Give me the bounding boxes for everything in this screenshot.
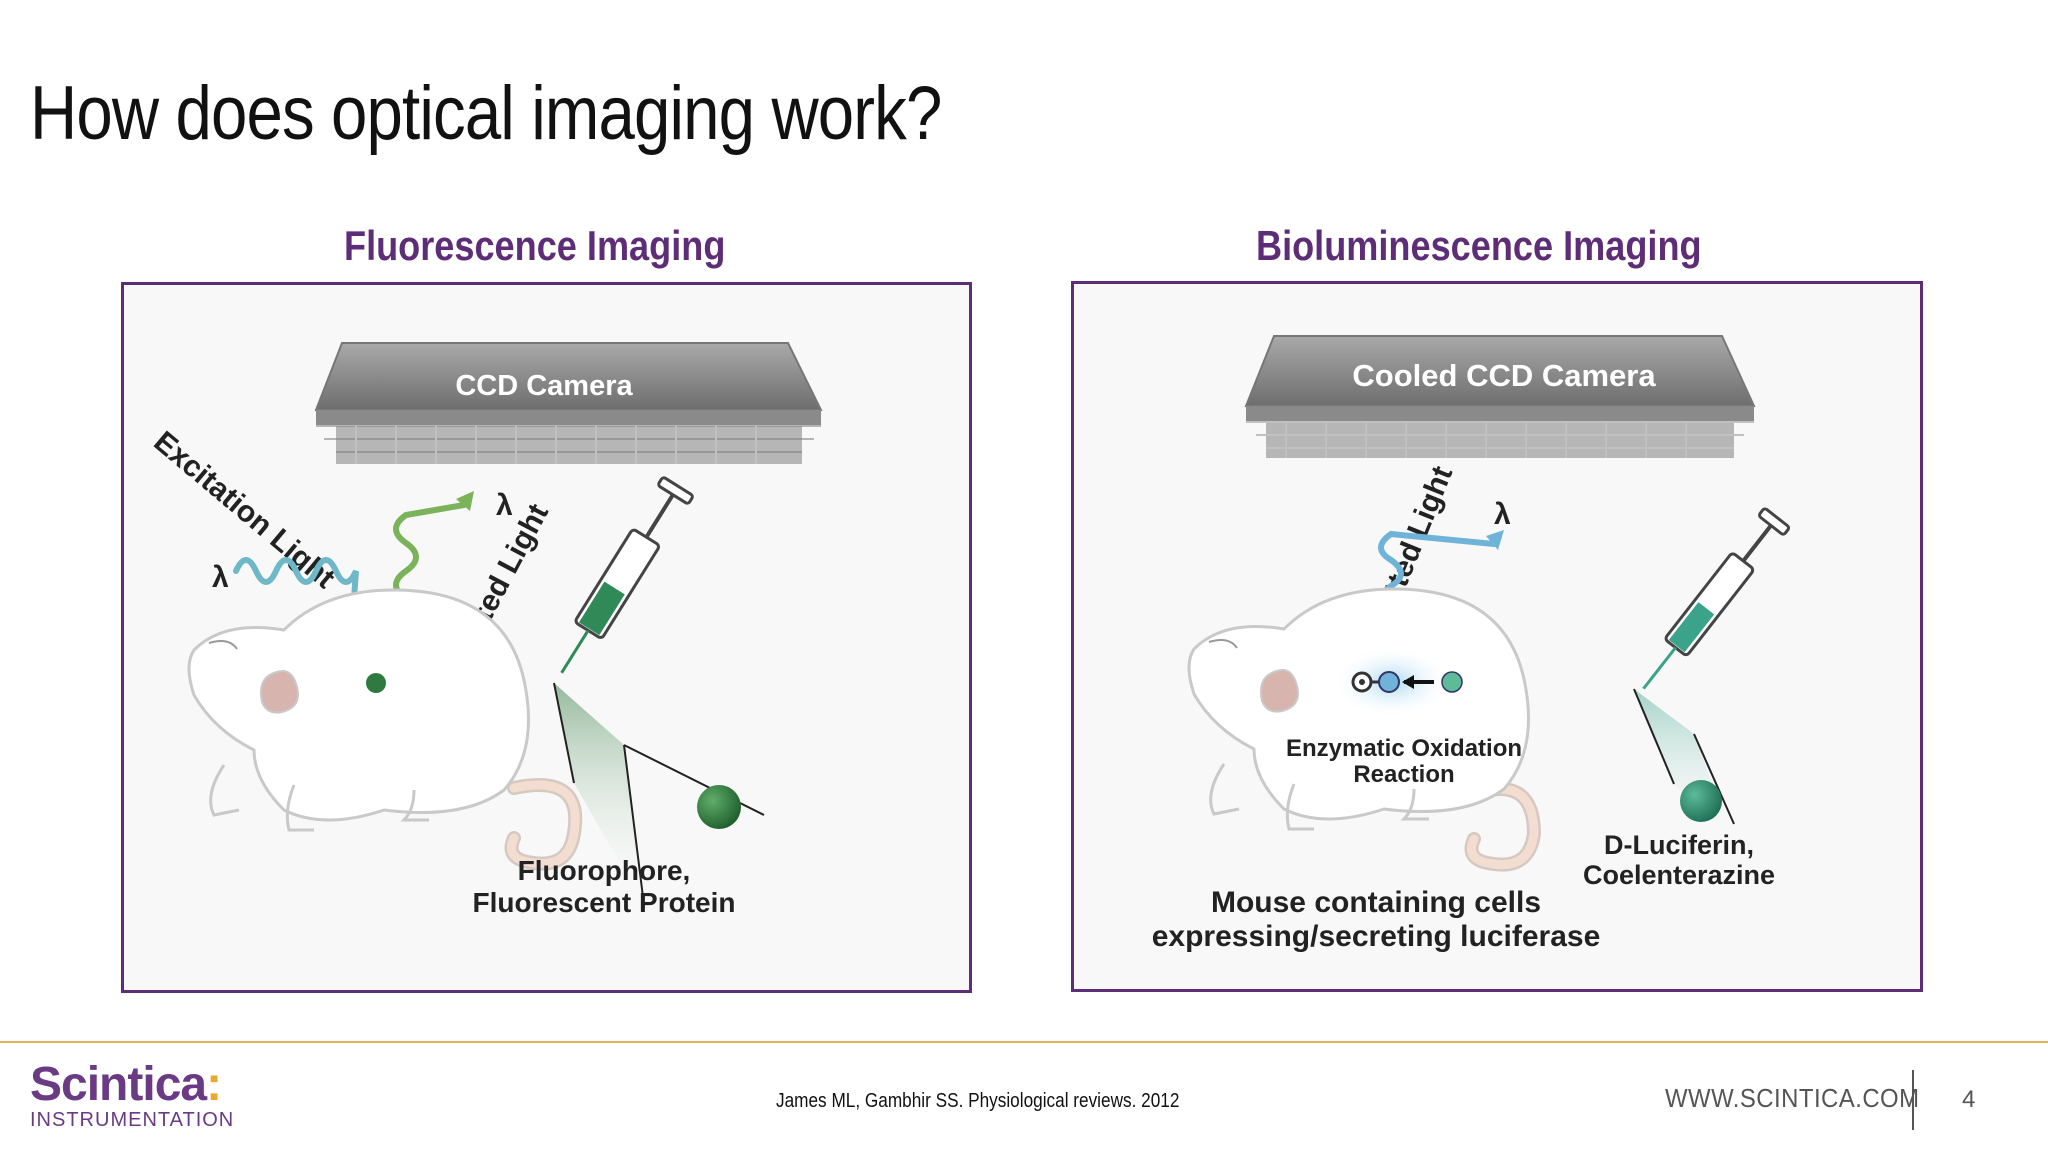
logo-subtitle: INSTRUMENTATION [30,1109,235,1131]
fluorophore-dot [366,673,386,693]
mouse-label-line1: Mouse containing cells [1211,886,1541,919]
ccd-camera-label: CCD Camera [455,370,633,402]
excitation-wave [233,557,359,670]
footer-divider [1912,1070,1914,1130]
fluorescence-diagram-panel: CCD Camera Excitation Light λ λ Emitted … [121,282,972,993]
luciferin-probe [1680,780,1722,822]
scintica-logo: Scintica: INSTRUMENTATION [30,1060,235,1131]
luciferase-product [1378,671,1400,693]
bio-mouse-illustration [1187,587,1542,872]
reaction-label-line2: Reaction [1353,761,1454,788]
emitted-lambda: λ [496,489,513,522]
substrate-label-line1: D-Luciferin, [1604,830,1754,860]
page-number: 4 [1962,1086,1976,1113]
cooled-ccd-camera-label: Cooled CCD Camera [1352,358,1656,393]
mouse-illustration [187,588,583,871]
bioluminescence-heading: Bioluminescence Imaging [1256,222,1702,269]
bio-emitted-lambda: λ [1494,498,1511,531]
fluorescence-heading: Fluorescence Imaging [344,222,726,269]
luciferin-substrate-dot [1441,671,1463,693]
reaction-label-line1: Enzymatic Oxidation [1286,735,1522,762]
logo-name: Scintica [30,1058,207,1111]
cooled-ccd-camera: Cooled CCD Camera [1244,335,1756,458]
slide-title: How does optical imaging work? [30,71,942,156]
fluorescence-diagram: CCD Camera Excitation Light λ λ Emitted … [148,342,823,918]
website-link[interactable]: WWW.SCINTICA.COM [1665,1083,1920,1113]
bioluminescence-diagram-panel: Cooled CCD Camera Emitted Light λ Enzy [1071,281,1923,992]
logo-wordmark: Scintica: [30,1060,234,1110]
excitation-lambda: λ [212,561,229,594]
logo-dots: : [206,1058,222,1111]
probe-label-line2: Fluorescent Protein [473,887,736,918]
citation: James ML, Gambhir SS. Physiological revi… [776,1090,1180,1112]
footer-rule [0,1041,2048,1043]
mouse-label-line2: expressing/secreting luciferase [1152,920,1601,953]
bioluminescence-diagram: Cooled CCD Camera Emitted Light λ Enzy [1152,335,1791,953]
ccd-camera: CCD Camera [314,342,823,464]
probe-label-line1: Fluorophore, [518,855,691,886]
bio-syringe [1633,507,1791,844]
syringe [553,476,765,906]
excitation-light-label: Excitation Light [148,425,342,595]
substrate-label-line2: Coelenterazine [1583,860,1775,890]
fluorophore-probe [697,785,741,829]
